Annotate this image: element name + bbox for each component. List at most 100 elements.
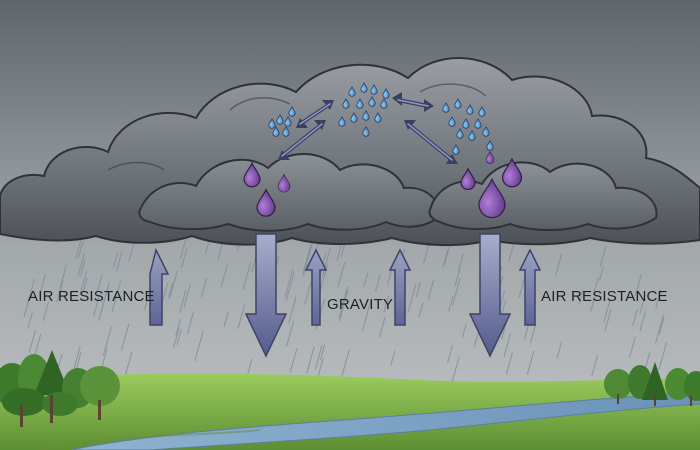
rain-streak bbox=[457, 253, 464, 272]
small-droplet bbox=[350, 112, 358, 123]
raindrop-icon bbox=[243, 161, 261, 188]
rain-streak bbox=[242, 261, 252, 290]
rain-streak bbox=[603, 300, 611, 323]
rain-streak bbox=[518, 277, 526, 299]
rain-streak bbox=[503, 333, 511, 357]
rain-streak bbox=[100, 282, 110, 312]
rain-streak bbox=[28, 330, 36, 353]
rain-streak bbox=[632, 309, 638, 327]
small-droplet bbox=[380, 98, 388, 109]
small-droplet bbox=[462, 118, 470, 129]
gravity-label: GRAVITY bbox=[327, 296, 394, 313]
rain-streak bbox=[341, 349, 350, 377]
small-droplet bbox=[268, 118, 276, 129]
rain-streak bbox=[407, 284, 417, 313]
small-droplet bbox=[382, 88, 390, 99]
air-resistance-arrow-icon bbox=[149, 247, 542, 326]
rain-streak bbox=[112, 253, 118, 268]
rain-streak bbox=[286, 320, 295, 347]
rain-streak bbox=[422, 243, 430, 265]
rain-streak bbox=[115, 250, 123, 272]
small-droplet bbox=[370, 84, 378, 95]
rain-streak bbox=[442, 249, 449, 268]
rain-streak bbox=[168, 270, 178, 299]
rain-streak bbox=[75, 352, 82, 371]
landscape bbox=[0, 373, 700, 450]
rain-streak bbox=[473, 331, 480, 348]
rain-streak bbox=[285, 272, 295, 302]
raindrop-icon bbox=[277, 173, 291, 193]
rain-streak bbox=[237, 304, 246, 329]
small-droplet bbox=[272, 126, 280, 137]
rain-streak bbox=[302, 243, 313, 276]
rain-streak bbox=[223, 311, 229, 328]
rain-streak bbox=[654, 314, 665, 344]
rain-streak bbox=[555, 255, 562, 276]
trees-right bbox=[604, 362, 700, 406]
small-droplet bbox=[284, 116, 292, 127]
rain-streak bbox=[289, 348, 298, 373]
small-droplet bbox=[456, 128, 464, 139]
small-droplet bbox=[448, 116, 456, 127]
rain-streak bbox=[415, 281, 422, 298]
rain-streak bbox=[337, 261, 346, 288]
small-droplet bbox=[486, 140, 494, 151]
rain-streak bbox=[27, 312, 33, 329]
small-droplet bbox=[276, 114, 284, 125]
raindrop-icon bbox=[478, 177, 506, 219]
rain-streak bbox=[529, 323, 537, 344]
rain-streak bbox=[302, 241, 313, 274]
rain-streak bbox=[82, 277, 88, 294]
small-droplet bbox=[356, 98, 364, 109]
small-droplet bbox=[478, 106, 486, 117]
rain-streak bbox=[658, 342, 668, 370]
rain-streak bbox=[578, 289, 584, 306]
rain-streak bbox=[111, 280, 122, 312]
rain-streak bbox=[97, 274, 103, 291]
rain-streak bbox=[639, 298, 645, 314]
raindrop-icon bbox=[256, 188, 276, 217]
grass-field bbox=[0, 373, 700, 450]
rain-streak bbox=[454, 268, 461, 286]
rain-streak bbox=[319, 344, 326, 361]
rain-streak bbox=[34, 334, 42, 357]
rain-streak bbox=[173, 328, 180, 348]
small-droplet bbox=[474, 118, 482, 129]
small-droplet bbox=[452, 144, 460, 155]
rain-streak bbox=[220, 263, 229, 288]
raindrop-icon bbox=[501, 157, 523, 188]
rain-streak bbox=[304, 280, 312, 305]
rain-streak bbox=[175, 319, 181, 337]
small-droplet bbox=[374, 112, 382, 123]
rain-streak bbox=[390, 350, 396, 366]
rain-streak bbox=[418, 302, 424, 318]
rain-streak bbox=[120, 323, 130, 351]
rain-streak bbox=[378, 316, 386, 338]
small-droplet bbox=[362, 110, 370, 121]
rain-streak bbox=[340, 289, 349, 314]
rain-streak bbox=[342, 286, 349, 305]
rain-streak bbox=[56, 279, 64, 303]
rain-streak bbox=[461, 323, 467, 339]
rain-streak bbox=[314, 345, 323, 371]
small-droplet bbox=[442, 102, 450, 113]
rain-streak bbox=[179, 289, 187, 313]
rain-streak bbox=[599, 266, 605, 281]
rain-streak bbox=[383, 295, 390, 313]
small-droplet bbox=[362, 126, 370, 137]
rain-streak bbox=[599, 245, 607, 268]
rain-streak bbox=[628, 336, 636, 358]
rain-streak bbox=[284, 268, 294, 298]
rain-streak bbox=[183, 284, 191, 308]
small-droplet bbox=[348, 86, 356, 97]
rain-streak bbox=[59, 265, 67, 289]
gravity-arrow-icon bbox=[244, 233, 512, 358]
rain-streak bbox=[526, 350, 535, 375]
rain-streak bbox=[321, 248, 331, 277]
rain-streak bbox=[363, 272, 369, 288]
rain-streak bbox=[179, 238, 187, 260]
air-resistance-label-left: AIR RESISTANCE bbox=[28, 288, 155, 305]
rain-streak bbox=[168, 282, 174, 298]
raindrop-icon bbox=[485, 150, 495, 164]
trees-left bbox=[0, 350, 120, 427]
